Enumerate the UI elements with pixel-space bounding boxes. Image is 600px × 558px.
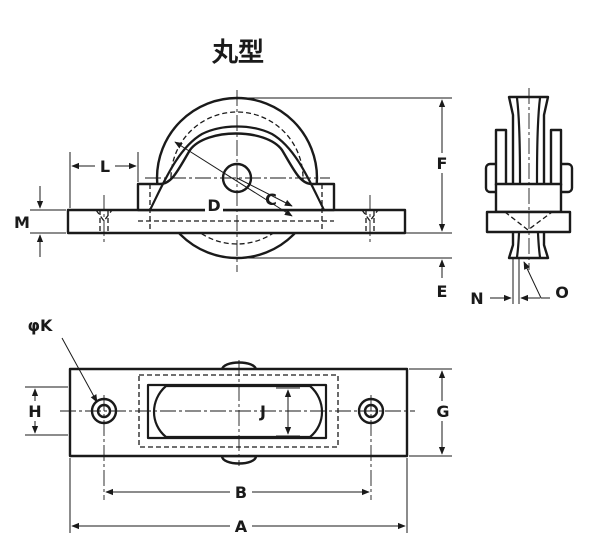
side-hidden-line <box>504 211 553 231</box>
dim-H-label: H <box>28 402 41 421</box>
dim-M-label: M <box>14 213 30 232</box>
dim-L-label: L <box>100 157 110 176</box>
screw-hole-left-hidden <box>95 209 113 233</box>
top-dimensions: φK H J G B A <box>25 316 454 536</box>
side-axle-cap-left <box>494 128 508 187</box>
top-view <box>60 360 415 500</box>
dim-E-label: E <box>437 282 448 301</box>
side-housing <box>494 182 563 214</box>
dim-G-label: G <box>436 402 449 421</box>
dim-phiK-label: φK <box>28 316 54 335</box>
dim-F-label: F <box>437 154 448 173</box>
side-view <box>484 88 574 270</box>
dim-D-label: D <box>207 196 220 215</box>
top-base-plate <box>68 367 409 458</box>
side-wheel <box>507 95 550 260</box>
side-axle-cap-right <box>549 128 563 187</box>
dim-C-label: C <box>265 190 277 209</box>
side-dimensions: N O <box>470 258 569 308</box>
front-dimensions: L M C D F E <box>14 97 452 301</box>
side-wheel-groove-left <box>515 96 522 259</box>
top-wheel-body <box>153 384 323 439</box>
side-wheel-groove-right <box>535 96 542 259</box>
screw-hole-right-hidden <box>361 209 379 233</box>
dim-J-label: J <box>259 402 266 421</box>
side-base <box>485 210 572 234</box>
dim-O-label: O <box>555 283 569 302</box>
dim-B-label: B <box>235 483 247 502</box>
dim-A-label: A <box>235 517 248 536</box>
dim-N-label: N <box>470 289 483 308</box>
drawing-title: 丸型 <box>211 38 264 68</box>
